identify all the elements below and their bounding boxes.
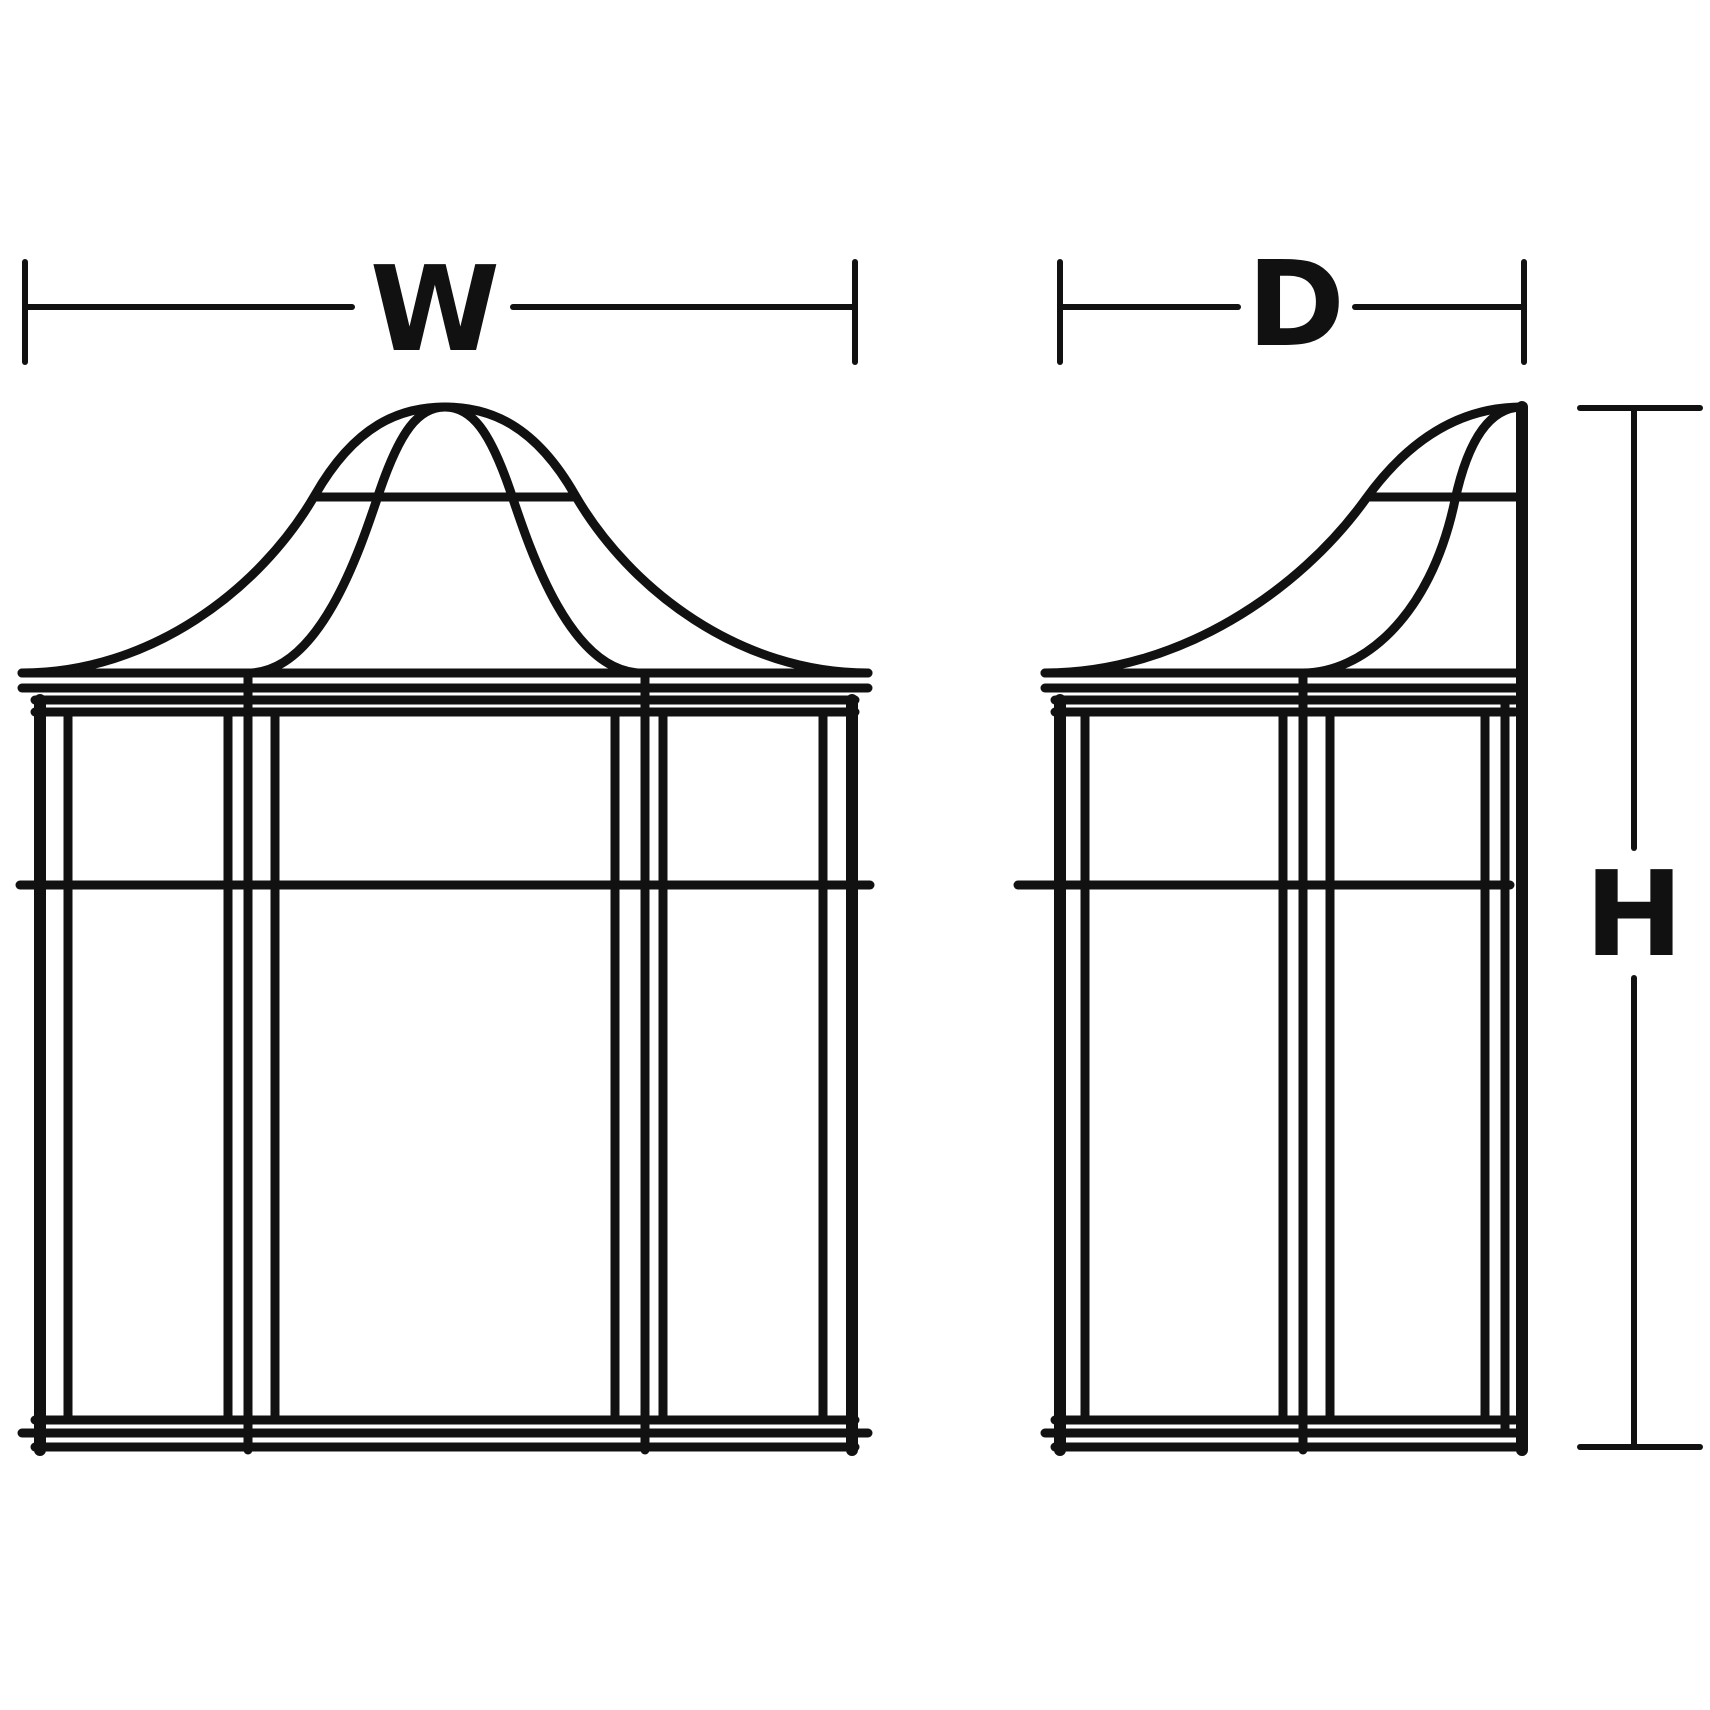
depth-label: D xyxy=(1247,235,1345,373)
width-dimension: W xyxy=(22,240,858,378)
height-dimension: H xyxy=(1577,405,1703,1450)
side-view xyxy=(1013,401,1528,1456)
height-label: H xyxy=(1585,845,1684,983)
width-label: W xyxy=(370,240,500,378)
depth-dimension: D xyxy=(1057,235,1527,373)
front-view xyxy=(15,402,875,1456)
